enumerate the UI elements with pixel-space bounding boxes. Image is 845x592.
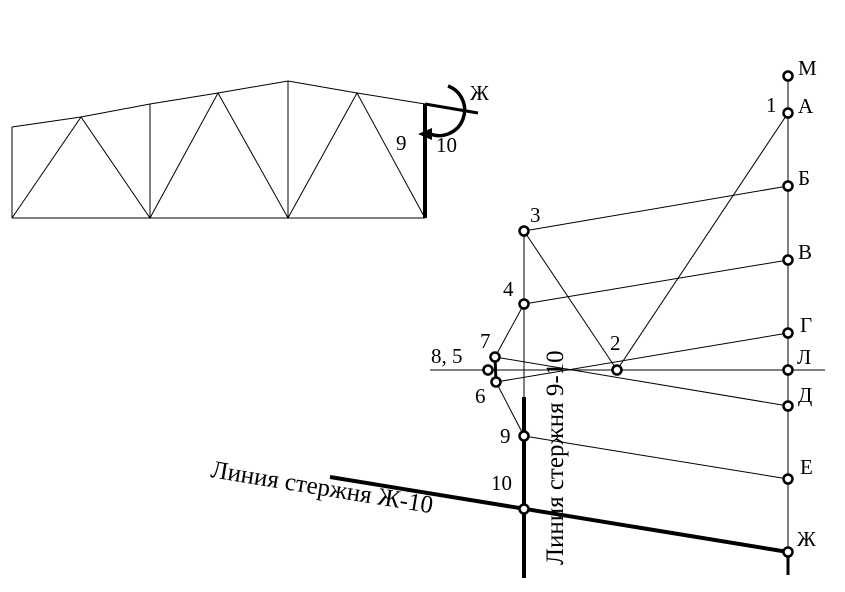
point-2 (611, 364, 623, 376)
point-e (782, 473, 794, 485)
label-10: 10 (491, 471, 512, 495)
member-line (523, 435, 789, 480)
member-line (494, 356, 789, 407)
truss (11, 80, 479, 220)
point-9 (518, 430, 530, 442)
member-line (523, 185, 789, 232)
label-d: Д (798, 383, 812, 407)
section-line (424, 102, 479, 115)
member-line (494, 303, 525, 358)
point-v (782, 254, 794, 266)
arrow-head-icon (418, 128, 432, 140)
label-6: 6 (475, 384, 486, 408)
point-m (782, 70, 794, 82)
label-e: Е (800, 455, 813, 479)
label-2: 2 (610, 331, 621, 355)
point-d (782, 400, 794, 412)
label-a: А (798, 94, 814, 118)
member-line (495, 332, 789, 383)
point-g (782, 327, 794, 339)
member-line (495, 381, 525, 437)
truss-diagonals (11, 91, 426, 220)
point-10 (518, 503, 530, 515)
point-a (782, 107, 794, 119)
label-zh: Ж (797, 527, 816, 551)
label-3: 3 (530, 203, 541, 227)
label-m: М (798, 56, 817, 80)
rotation-arrow-icon (429, 84, 467, 138)
member-line (616, 112, 789, 371)
member-line (523, 259, 789, 305)
point-6 (490, 376, 502, 388)
point-3 (518, 225, 530, 237)
line-zh-10 (329, 475, 789, 554)
truss-label-9: 9 (396, 131, 407, 155)
point-b (782, 180, 794, 192)
label-1: 1 (766, 93, 777, 117)
point-7 (489, 351, 501, 363)
label-v: В (798, 240, 812, 264)
line-9-10-label: Линия стержня 9-10 (542, 350, 569, 565)
truss-label-zh: Ж (470, 81, 489, 105)
point-zh (782, 546, 794, 558)
label-l: Л (797, 345, 811, 369)
label-4: 4 (503, 277, 514, 301)
point-4 (518, 298, 530, 310)
line-zh-10-label: Линия стержня Ж-10 (209, 456, 435, 519)
label-b: Б (798, 166, 810, 190)
member-line (523, 230, 618, 371)
label-7: 7 (480, 329, 491, 353)
label-8-5: 8, 5 (431, 344, 463, 368)
label-g: Г (800, 313, 812, 337)
truss-label-10: 10 (436, 133, 457, 157)
force-polygon (329, 76, 825, 578)
points (482, 70, 794, 558)
point-labels: М А 1 Б В Г Л Д Е Ж 3 4 2 7 8, 5 6 9 10 (431, 56, 817, 551)
point-l (782, 364, 794, 376)
point-8-5 (482, 364, 494, 376)
label-9: 9 (500, 424, 511, 448)
